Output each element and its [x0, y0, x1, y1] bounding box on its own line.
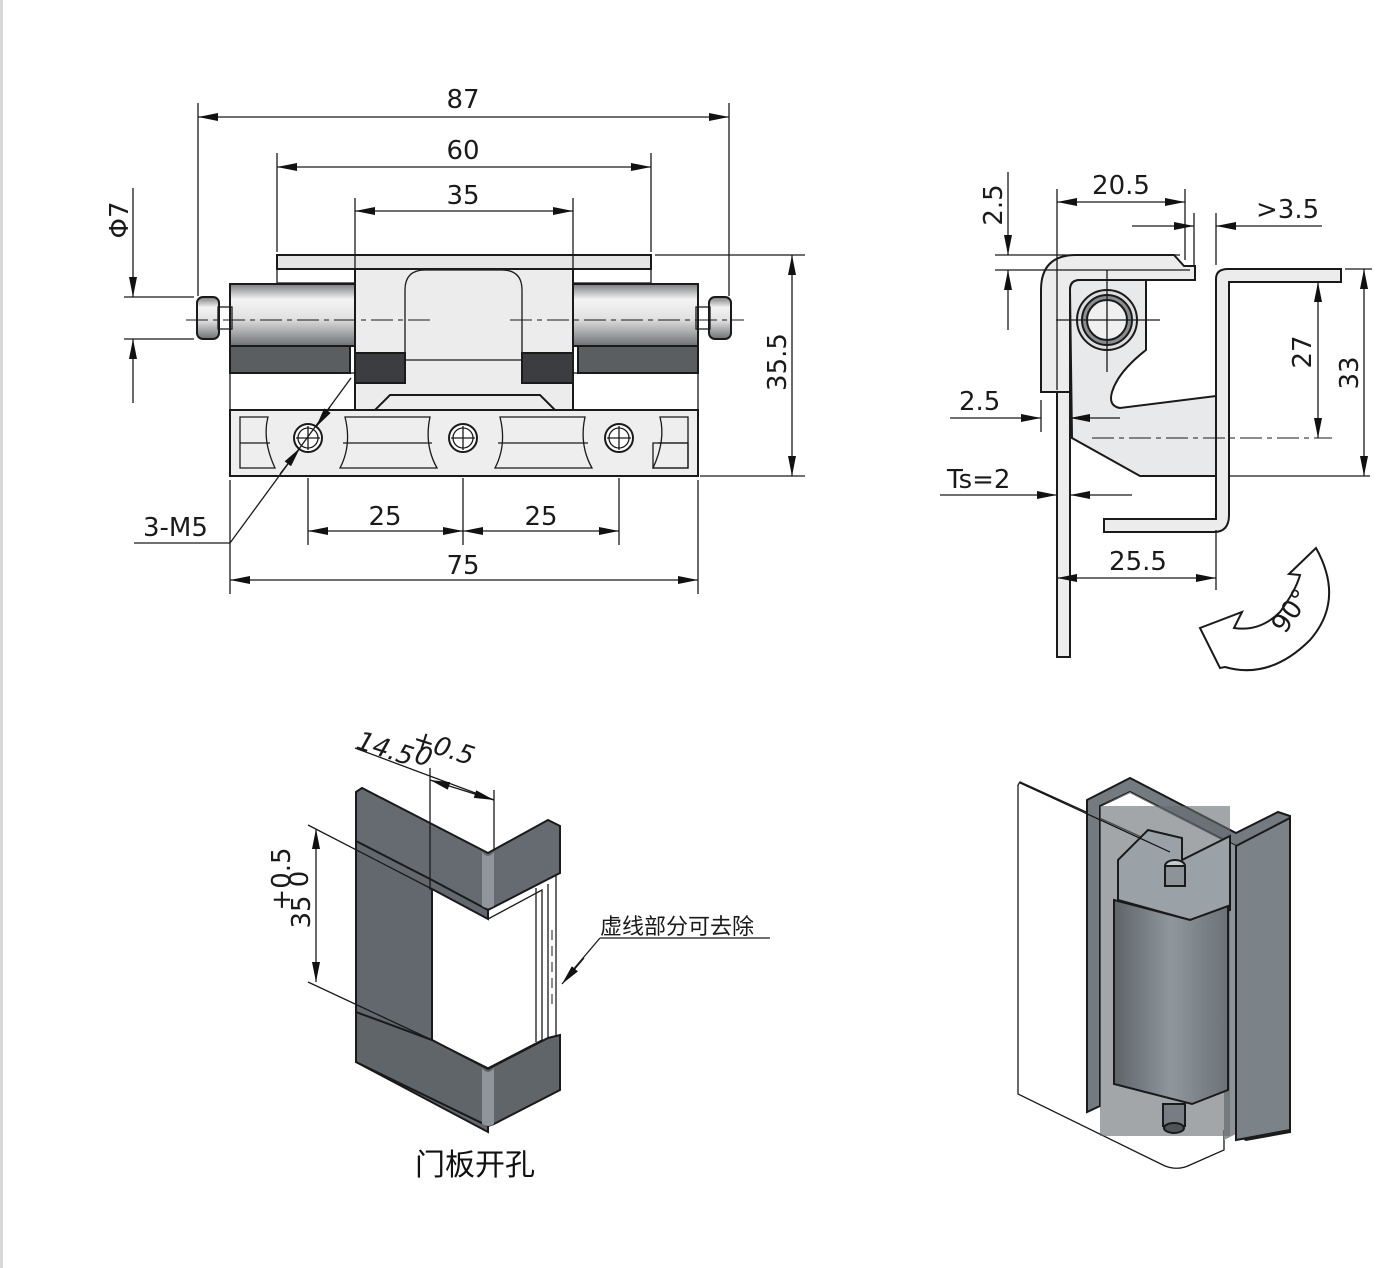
dim-gap: >3.5	[1256, 195, 1319, 225]
dim-base-width: 75	[446, 551, 479, 581]
dim-height: 35.5	[763, 333, 793, 391]
dim-sheet-thickness: Ts=2	[946, 465, 1010, 495]
front-view	[186, 254, 744, 477]
removable-dashed-note: 虚线部分可去除	[600, 915, 754, 940]
rotation-arrow-icon	[1198, 546, 1331, 672]
dim-overall-width: 87	[446, 85, 479, 115]
door-cutout-view	[355, 786, 561, 1134]
mounting-hole	[604, 423, 634, 453]
dim-top-thickness: 2.5	[979, 184, 1009, 225]
dim-cutout-height-tol-lower: 0	[285, 871, 315, 888]
dim-bottom-width: 25.5	[1109, 547, 1167, 577]
dim-knuckle-width: 35	[446, 181, 479, 211]
dim-hole-spacing-left: 25	[368, 502, 401, 532]
door-cutout-caption: 门板开孔	[415, 1148, 535, 1183]
thread-callout: 3-M5	[143, 513, 208, 543]
page-left-border	[0, 0, 3, 1268]
assembly-iso-view	[1017, 776, 1291, 1169]
mounting-hole	[448, 423, 478, 453]
dim-top-width: 20.5	[1092, 171, 1150, 201]
side-view-dimensions: 2.5 20.5 >3.5 2.5 Ts=2 25.5 27 33	[940, 171, 1372, 590]
dim-cutout-height-tol-upper: +0.5	[267, 847, 297, 910]
dim-outer-height: 33	[1335, 356, 1365, 389]
dim-cutout-height: 35	[287, 895, 317, 928]
dim-pin-diameter: Φ7	[105, 201, 135, 238]
dim-cutout-width: 14.5	[353, 726, 417, 772]
dim-side-offset: 2.5	[959, 387, 1000, 417]
side-view: 90°	[1040, 254, 1342, 672]
dim-leaf-width: 60	[446, 136, 479, 166]
mounting-hole	[293, 423, 323, 453]
front-view-dimensions: 87 60 35 Φ7 35.5 25 25 75 3-M5	[105, 85, 805, 594]
dim-inner-height: 27	[1288, 335, 1318, 368]
dim-hole-spacing-right: 25	[524, 502, 557, 532]
